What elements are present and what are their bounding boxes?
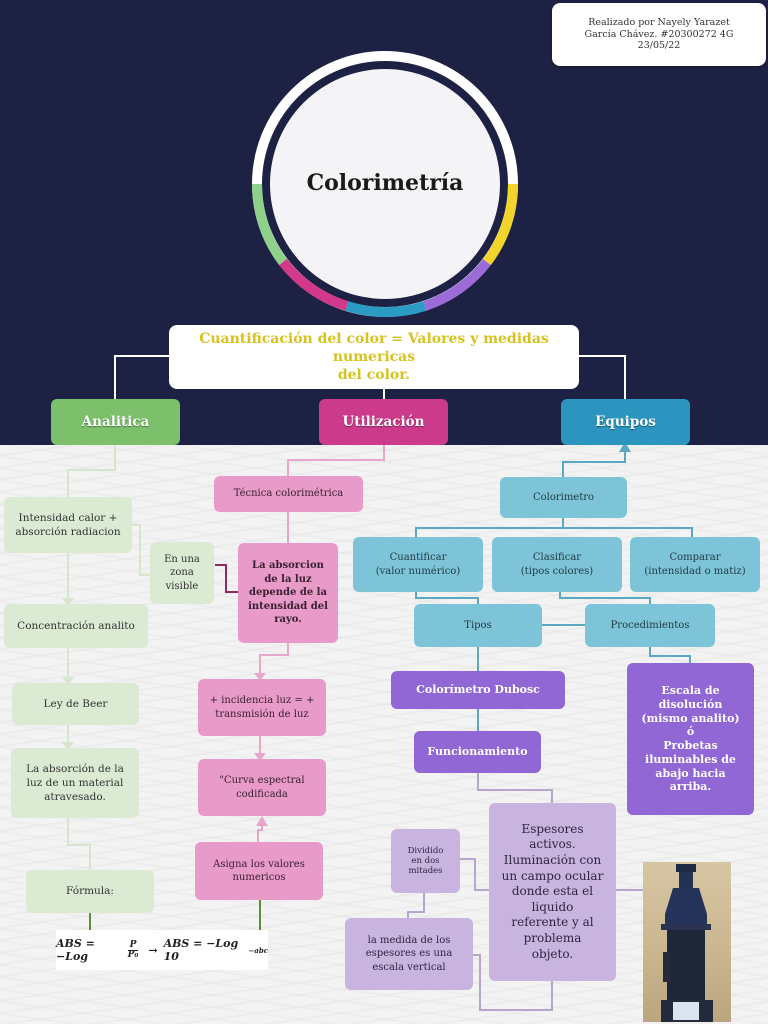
node-cuantificar: Cuantificar (valor numérico) bbox=[353, 537, 483, 592]
node-text: objeto. bbox=[531, 946, 574, 961]
node-text: Dividido bbox=[407, 845, 444, 856]
category-equipos[interactable]: Equipos bbox=[561, 399, 690, 445]
formula-fraction: P P₀ bbox=[127, 939, 139, 960]
node-intensidad: Intensidad calor + absorción radiacion bbox=[4, 497, 132, 553]
formula-exponent: −abc bbox=[248, 945, 268, 955]
node-text: iluminables de bbox=[645, 752, 736, 766]
node-text: activos. bbox=[529, 837, 576, 852]
node-colorimetro: Colorimetro bbox=[500, 477, 627, 518]
main-title: Colorimetría bbox=[306, 170, 464, 196]
node-text: visible bbox=[165, 580, 199, 592]
credit-date: 23/05/22 bbox=[637, 40, 681, 52]
credit-author-line: Realizado por Nayely Yarazet bbox=[588, 16, 730, 28]
node-text: Cuantificar bbox=[389, 552, 447, 563]
node-text: en dos bbox=[411, 855, 440, 866]
node-text: espesores es una bbox=[365, 948, 453, 960]
node-text: Asigna los valores bbox=[213, 858, 305, 870]
node-funcionamiento: Funcionamiento bbox=[414, 731, 541, 773]
node-tipos: Tipos bbox=[414, 604, 542, 647]
node-clasificar: Clasificar (tipos colores) bbox=[492, 537, 622, 592]
author-credit: Realizado por Nayely Yarazet García Cháv… bbox=[552, 3, 766, 66]
node-text: Escala de bbox=[661, 684, 720, 697]
node-comparar: Comparar (intensidad o matiz) bbox=[630, 537, 760, 592]
node-text: luz de un material bbox=[26, 776, 124, 789]
node-text: disolución bbox=[658, 697, 723, 711]
definition-line-1: Cuantificación del color = Valores y med… bbox=[199, 330, 549, 365]
node-text: abajo hacia bbox=[655, 766, 726, 780]
absorbance-formula: ABS = −Log P P₀ → ABS = −Log 10 −abc bbox=[56, 930, 268, 970]
node-text: codificada bbox=[236, 788, 288, 800]
node-text: mitades bbox=[408, 866, 443, 877]
node-text: + incidencia luz = + bbox=[209, 695, 315, 706]
node-text: absorción radiacion bbox=[15, 526, 121, 538]
node-formula-label: Fórmula: bbox=[26, 870, 154, 913]
node-text: arriba. bbox=[669, 780, 712, 794]
formula-right: ABS = −Log 10 bbox=[163, 937, 239, 963]
node-text: problema bbox=[523, 930, 582, 945]
colorimeter-photo bbox=[643, 862, 731, 1022]
node-text: referente y al bbox=[511, 915, 594, 930]
formula-left: ABS = −Log bbox=[56, 937, 95, 963]
node-text: (tipos colores) bbox=[520, 565, 594, 577]
node-asigna-valores: Asigna los valores numericos bbox=[195, 842, 323, 900]
node-text: un campo ocular bbox=[501, 868, 604, 883]
node-text: rayo. bbox=[274, 614, 302, 626]
node-text: la medida de los bbox=[367, 934, 451, 946]
definition-line-2: del color. bbox=[337, 367, 411, 384]
node-text: transmisión de luz bbox=[215, 708, 309, 720]
node-text: Intensidad calor + bbox=[18, 511, 118, 524]
node-text: zona bbox=[170, 567, 194, 579]
node-text: Espesores bbox=[521, 821, 584, 836]
node-text: numericos bbox=[232, 872, 286, 883]
node-text: Comparar bbox=[669, 552, 721, 563]
node-text: Clasificar bbox=[532, 552, 582, 563]
node-text: La absorción de la bbox=[26, 762, 124, 775]
colorimeter-illustration bbox=[661, 864, 713, 1022]
title-ring bbox=[251, 51, 519, 318]
node-text: atravesado. bbox=[44, 791, 106, 804]
definition-box: Cuantificación del color = Valores y med… bbox=[169, 325, 579, 389]
node-text: (intensidad o matiz) bbox=[644, 565, 746, 577]
node-incidencia: + incidencia luz = + transmisión de luz bbox=[198, 679, 326, 736]
formula-arrow: → bbox=[148, 943, 158, 957]
node-text: depende de la bbox=[249, 587, 327, 599]
node-text: (mismo analito) bbox=[641, 711, 740, 725]
node-text: ó bbox=[686, 725, 695, 739]
node-text: Probetas bbox=[663, 739, 718, 752]
node-text: de la luz bbox=[264, 573, 312, 585]
category-analitica[interactable]: Analitica bbox=[51, 399, 180, 445]
node-concentracion: Concentración analito bbox=[4, 604, 148, 648]
node-procedimientos: Procedimientos bbox=[585, 604, 715, 647]
category-utilizacion[interactable]: Utilización bbox=[319, 399, 448, 445]
node-text: "Curva espectral bbox=[219, 775, 305, 786]
node-text: escala vertical bbox=[372, 961, 446, 973]
node-tecnica: Técnica colorimétrica bbox=[214, 476, 363, 512]
node-text: La absorcion bbox=[252, 560, 324, 572]
node-ley-beer: Ley de Beer bbox=[12, 683, 139, 725]
node-colorimetro-dubosc: Colorímetro Dubosc bbox=[391, 671, 565, 709]
node-text: Iluminación con bbox=[503, 853, 602, 868]
node-text: En una bbox=[164, 553, 200, 565]
credit-id-line: García Chávez. #20300272 4G bbox=[584, 28, 734, 40]
node-text: (valor numérico) bbox=[375, 565, 461, 577]
node-text: liquido bbox=[531, 899, 574, 914]
node-curva-espectral: "Curva espectral codificada bbox=[198, 759, 326, 816]
formula-numerator: P bbox=[127, 939, 139, 951]
node-text: donde esta el bbox=[511, 884, 594, 899]
formula-denominator: P₀ bbox=[127, 949, 139, 960]
node-text: intensidad del bbox=[248, 600, 328, 612]
